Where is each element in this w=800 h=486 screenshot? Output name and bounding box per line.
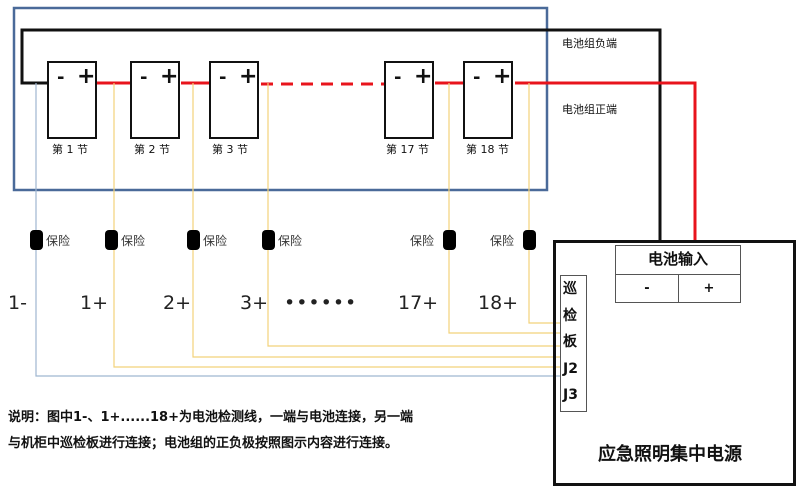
fuse-icon (187, 230, 200, 250)
fuse-label: 保险 (410, 234, 435, 248)
battery-cabinet-frame (12, 6, 549, 192)
connector-j2: J2 (563, 360, 578, 377)
inspection-board: 巡 检 板 J2 J3 (560, 275, 587, 412)
positive-terminal: + (160, 64, 179, 89)
sense-wire-1-plus (113, 83, 560, 368)
positive-wire (515, 81, 697, 240)
positive-terminal: + (77, 64, 96, 89)
wire-label-2-plus: 2+ (163, 292, 192, 314)
fuse-label: 保险 (278, 234, 303, 248)
pack-negative-label: 电池组负端 (562, 37, 617, 50)
wire-label-3-plus: 3+ (240, 292, 269, 314)
fuse-icon (523, 230, 536, 250)
wire-label-1-plus: 1+ (80, 292, 109, 314)
wire-label-1-minus: 1- (8, 292, 27, 314)
negative-terminal: - (140, 67, 148, 88)
negative-terminal: - (57, 67, 65, 88)
battery-cell: -+ (384, 61, 434, 139)
negative-terminal: - (394, 67, 402, 88)
negative-terminal: - (473, 67, 481, 88)
inspection-board-label: 检 (563, 307, 577, 324)
connector-j3: J3 (563, 387, 578, 403)
negative-wire (20, 28, 662, 240)
sense-wire-18-plus (528, 83, 560, 324)
fuse-label: 保险 (121, 234, 146, 248)
sense-wire-2-plus (192, 83, 560, 358)
sense-wire-1-minus (35, 83, 560, 377)
battery-input-positive: + (703, 281, 715, 296)
note-line-2: 与机柜中巡检板进行连接；电池组的正负极按照图示内容进行连接。 (8, 436, 399, 451)
cell-label: 第 1 节 (52, 143, 88, 156)
inspection-board-label: 巡 (563, 281, 577, 297)
wire-label-18-plus: 18+ (478, 292, 519, 314)
sense-wire-17-plus (448, 83, 560, 334)
fuse-label: 保险 (46, 234, 71, 248)
fuse-label: 保险 (490, 234, 515, 248)
fuse-icon (262, 230, 275, 250)
fuse-icon (30, 230, 43, 250)
fuse-icon (443, 230, 456, 250)
note-line-1: 说明：图中1-、1+......18+为电池检测线，一端与电池连接，另一端 (8, 410, 413, 425)
cell-label: 第 18 节 (466, 143, 509, 156)
cell-label: 第 17 节 (386, 143, 429, 156)
positive-terminal: + (493, 64, 512, 89)
battery-input-terminal: 电池输入 - + (615, 245, 741, 303)
wire-label-17-plus: 17+ (398, 292, 439, 314)
battery-input-negative: - (616, 275, 679, 302)
battery-cell: -+ (209, 61, 259, 139)
battery-input-header: 电池输入 (616, 246, 740, 275)
sense-wire-3-plus (267, 83, 560, 347)
positive-terminal: + (414, 64, 433, 89)
cell-label: 第 3 节 (212, 143, 248, 156)
battery-cell: -+ (463, 61, 513, 139)
battery-cell: -+ (47, 61, 97, 139)
ellipsis-dots: •••••• (284, 292, 358, 314)
positive-terminal: + (239, 64, 258, 89)
negative-terminal: - (219, 67, 227, 88)
battery-cell: -+ (130, 61, 180, 139)
power-supply-title: 应急照明集中电源 (598, 444, 742, 465)
pack-positive-label: 电池组正端 (562, 103, 617, 116)
fuse-icon (105, 230, 118, 250)
fuse-label: 保险 (203, 234, 228, 248)
inspection-board-label: 板 (563, 334, 577, 350)
cell-label: 第 2 节 (134, 143, 170, 156)
